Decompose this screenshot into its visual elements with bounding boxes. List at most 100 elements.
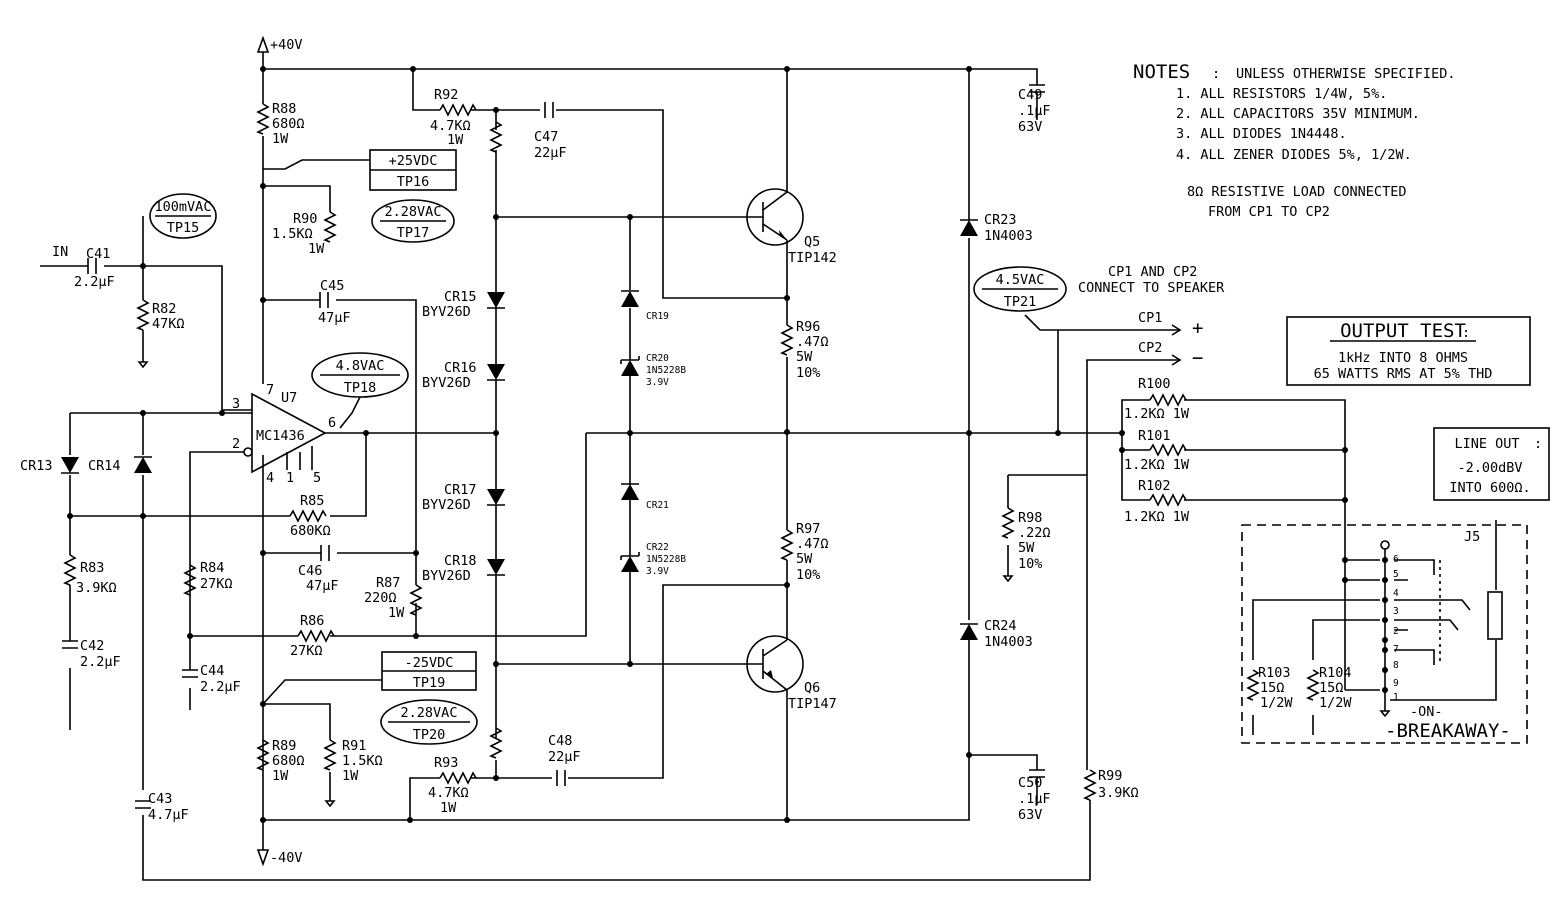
- c41-ref: C41: [86, 246, 110, 262]
- cr14-ref: CR14: [88, 458, 121, 474]
- tp21-name: TP21: [1004, 294, 1037, 310]
- r97-value: .47Ω: [796, 536, 829, 552]
- resistor-r86: [297, 630, 335, 642]
- input-label: IN: [52, 244, 68, 260]
- diode-cr24: [959, 623, 979, 641]
- r87-value: 220Ω: [364, 590, 397, 606]
- r87-rating: 1W: [388, 605, 405, 621]
- test-point-tp16: +25VDC TP16: [369, 149, 457, 191]
- r92-rating: 1W: [447, 132, 464, 148]
- cp2-minus: −: [1192, 347, 1203, 369]
- resistor-r101: [1149, 444, 1187, 456]
- r98-ref: R98: [1018, 510, 1042, 526]
- test-point-tp15: 100mVAC TP15: [149, 193, 217, 239]
- tp16-name: TP16: [397, 174, 430, 190]
- cr20-ref: CR20: [646, 353, 669, 364]
- tp19-value: -25VDC: [405, 655, 454, 671]
- resistor-r98: [1002, 507, 1014, 539]
- c48-value: 22μF: [548, 749, 581, 765]
- note-1: 1. ALL RESISTORS 1/4W, 5%.: [1176, 86, 1387, 102]
- c43-ref: C43: [148, 791, 172, 807]
- tp19-name: TP19: [413, 675, 446, 691]
- r104-rating: 1/2W: [1319, 695, 1352, 711]
- resistor-r83: [64, 554, 76, 586]
- cr19-ref: CR19: [646, 311, 669, 322]
- notes-subtitle: UNLESS OTHERWISE SPECIFIED.: [1236, 66, 1455, 82]
- r85-ref: R85: [300, 493, 324, 509]
- r100-value: 1.2KΩ 1W: [1124, 406, 1190, 422]
- opamp-pin4: 4: [266, 470, 274, 486]
- tp16-value: +25VDC: [389, 153, 438, 169]
- r88-rating: 1W: [272, 131, 289, 147]
- cr24-ref: CR24: [984, 618, 1017, 634]
- r103-value: 15Ω: [1260, 680, 1284, 696]
- r98-tol: 10%: [1018, 556, 1042, 572]
- note-load-2: FROM CP1 TO CP2: [1208, 204, 1330, 220]
- c47-value: 22μF: [534, 145, 567, 161]
- cr20-part: 1N5228B: [646, 365, 686, 376]
- capacitor-c47: C47 22μF: [534, 102, 567, 161]
- capacitor-c49: C49 .1μF 63V: [1018, 84, 1051, 135]
- j5-ref: J5: [1464, 529, 1480, 545]
- output-test-title: OUTPUT TEST: [1340, 320, 1466, 342]
- test-point-tp21: 4.5VAC TP21: [973, 266, 1067, 312]
- c45-value: 47μF: [318, 310, 351, 326]
- r83-value: 3.9KΩ: [76, 580, 117, 596]
- c49-ref: C49: [1018, 87, 1042, 103]
- r96-tol: 10%: [796, 365, 820, 381]
- line-out-title: LINE OUT: [1454, 436, 1519, 452]
- r97-ref: R97: [796, 521, 820, 537]
- q6-ref: Q6: [804, 680, 820, 696]
- r86-ref: R86: [300, 613, 324, 629]
- opamp-pin5: 5: [313, 470, 321, 486]
- cp1-plus: +: [1192, 317, 1203, 339]
- diode-cr17: [486, 488, 506, 506]
- tp15-value: 100mVAC: [155, 199, 212, 215]
- r102-ref: R102: [1138, 478, 1171, 494]
- opamp-pin3: 3: [232, 396, 240, 412]
- speaker-note-2: CONNECT TO SPEAKER: [1078, 280, 1225, 296]
- cr16-ref: CR16: [444, 360, 477, 376]
- cp1-label: CP1: [1138, 310, 1162, 326]
- capacitor-c43: C43 4.7μF: [135, 791, 189, 823]
- pos-rail-symbol: +40V: [256, 35, 303, 53]
- test-point-tp19: -25VDC TP19: [381, 651, 477, 691]
- cr23-ref: CR23: [984, 212, 1017, 228]
- capacitor-c48: C48 22μF: [548, 733, 581, 786]
- cr17-part: BYV26D: [422, 497, 471, 513]
- notes-block: NOTES : UNLESS OTHERWISE SPECIFIED. 1. A…: [1133, 61, 1455, 220]
- j5-state: -ON-: [1410, 704, 1443, 720]
- c41-value: 2.2μF: [74, 274, 115, 290]
- note-4: 4. ALL ZENER DIODES 5%, 1/2W.: [1176, 147, 1412, 163]
- capacitor-c41: C41 2.2μF: [74, 246, 115, 290]
- r89-value: 680Ω: [272, 753, 305, 769]
- neg-rail-label: -40V: [270, 850, 303, 866]
- tp20-value: 2.28VAC: [401, 705, 458, 721]
- cr15-part: BYV26D: [422, 304, 471, 320]
- test-point-tp18: 4.8VAC TP18: [311, 352, 409, 429]
- cr18-ref: CR18: [444, 553, 477, 569]
- j5-pin-3: 3: [1393, 606, 1399, 617]
- pos-rail-label: +40V: [270, 37, 303, 53]
- resistor-r85: [289, 510, 327, 522]
- svg-text::: :: [1462, 325, 1470, 341]
- diode-cr16: [486, 363, 506, 381]
- j5-breakaway: -BREAKAWAY-: [1385, 720, 1511, 742]
- output-test-line-2: 65 WATTS RMS AT 5% THD: [1314, 366, 1493, 382]
- r90-ref: R90: [293, 211, 317, 227]
- ground-symbol: [1380, 704, 1390, 717]
- c45-ref: C45: [320, 278, 344, 294]
- jack-j5: J5 6 5 4 3 2 7 8 9 1 -ON- -BREAKAWAY-: [1241, 524, 1528, 744]
- c49-rating: 63V: [1018, 119, 1042, 135]
- r98-value: .22Ω: [1018, 525, 1051, 541]
- r99-ref: R99: [1098, 768, 1122, 784]
- line-out-line-1: -2.00dBV: [1457, 460, 1522, 476]
- tp15-name: TP15: [167, 220, 200, 236]
- c42-value: 2.2μF: [80, 654, 121, 670]
- opamp-pin1: 1: [286, 470, 294, 486]
- r84-value: 27KΩ: [200, 576, 233, 592]
- cp2-label: CP2: [1138, 340, 1162, 356]
- capacitor-c45: C45 47μF: [318, 278, 351, 326]
- j5-pin-4: 4: [1393, 588, 1399, 599]
